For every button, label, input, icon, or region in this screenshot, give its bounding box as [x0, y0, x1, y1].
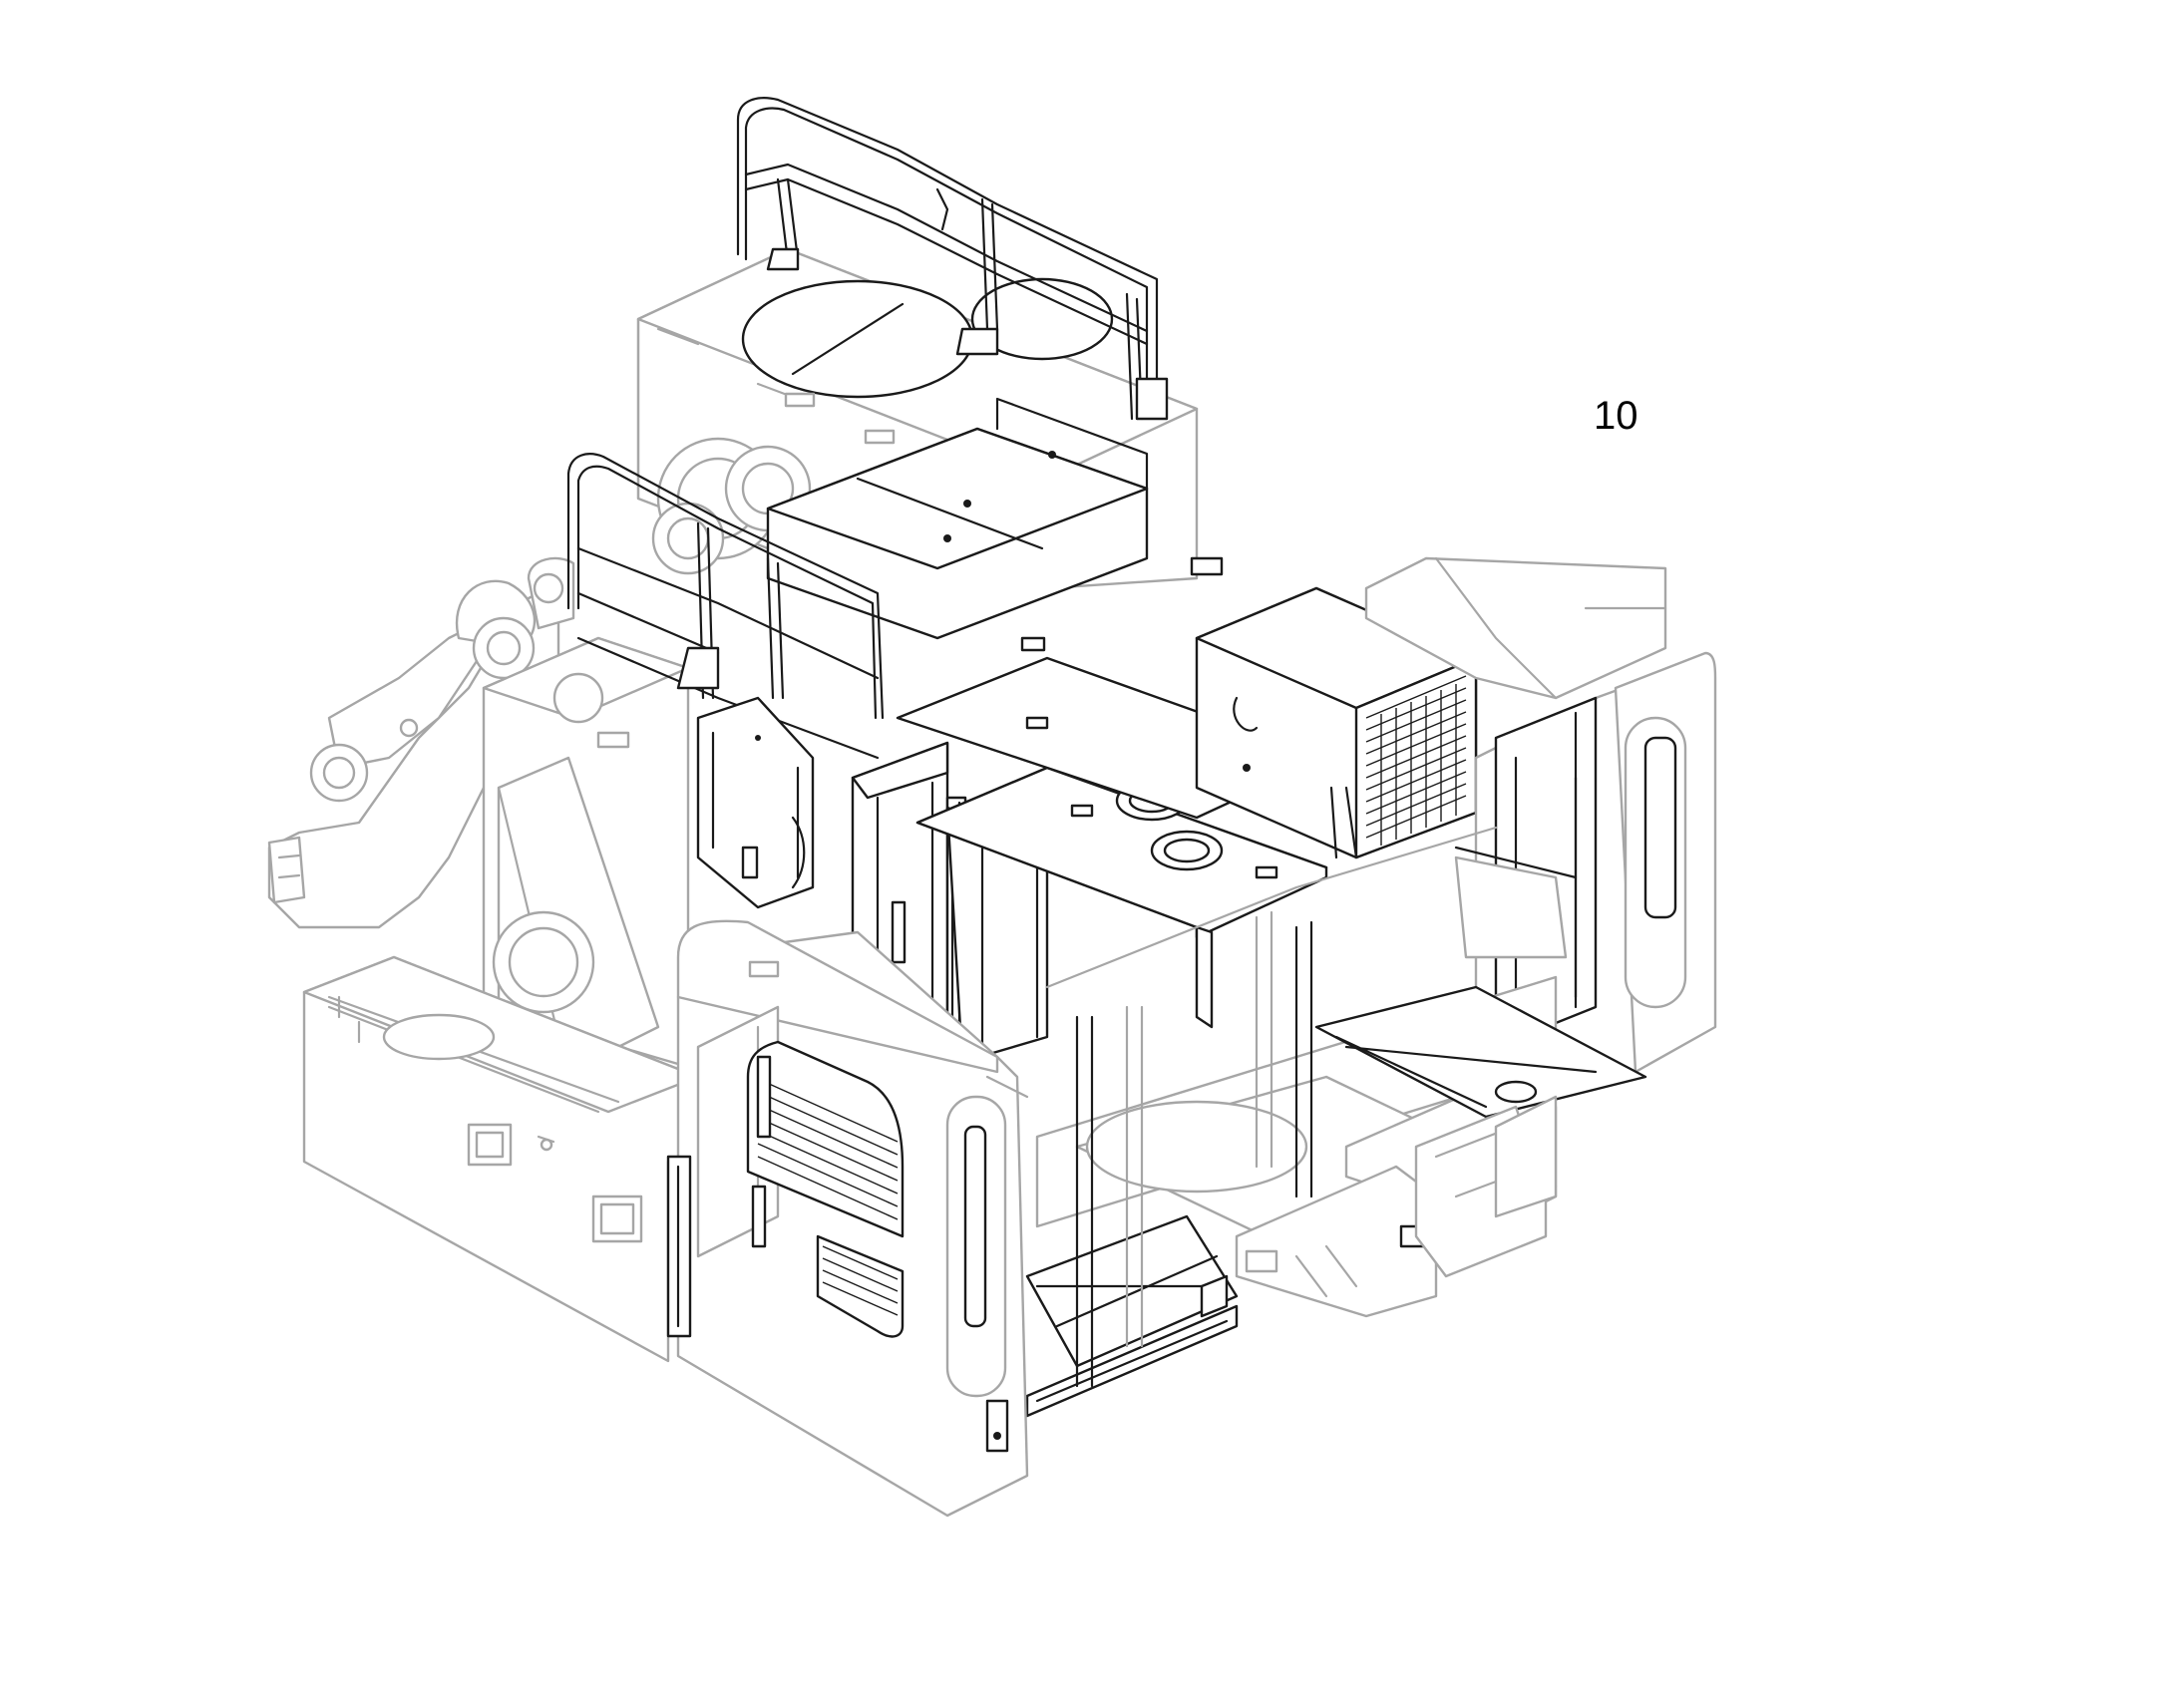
callout-label: 10	[1594, 394, 1638, 438]
boom-pivot-arms	[267, 556, 575, 929]
left-center-housing	[482, 636, 690, 1069]
radiator-grille	[1365, 675, 1467, 846]
upper-hand-rail	[736, 97, 1169, 421]
front-lower-housing	[666, 919, 1029, 1518]
heat-exchanger-unit	[1195, 556, 1667, 859]
right-cross-beam	[1414, 1095, 1558, 1278]
center-cabinet-stack	[566, 397, 1149, 1094]
front-vent-grille	[746, 1040, 905, 1338]
left-side-door	[696, 696, 815, 909]
left-front-low-box	[302, 955, 700, 1363]
right-rear-frame	[1454, 651, 1717, 1074]
